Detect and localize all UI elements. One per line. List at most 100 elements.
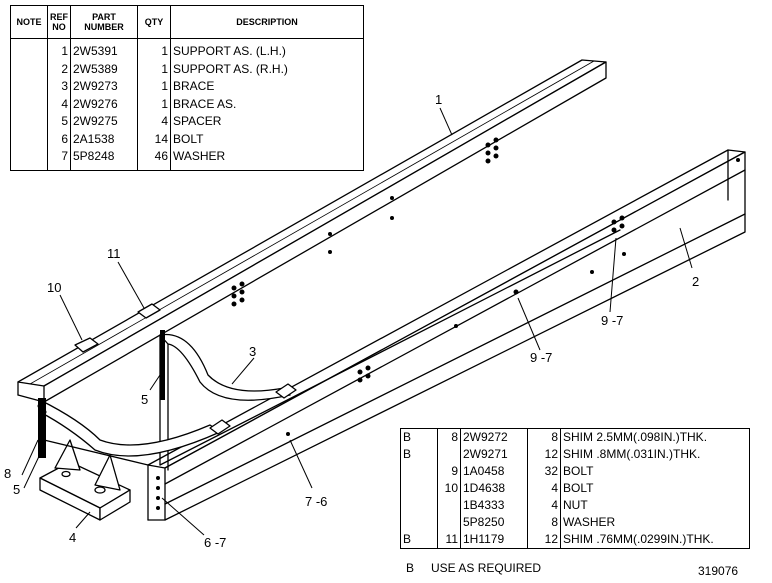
cell-note — [10, 113, 48, 131]
header-ref-no: REF NO — [47, 5, 71, 39]
cell-desc: SHIM 2.5MM(.098IN.)THK. — [563, 430, 708, 444]
cell-ref: 4 — [47, 95, 71, 113]
bolt-holes — [37, 137, 740, 510]
cell-part: 2W9271 — [460, 446, 528, 463]
cell-ref: 1 — [47, 38, 71, 61]
cell-part: 1H1179 — [460, 531, 528, 549]
callout-6-7: 6 -7 — [204, 535, 226, 550]
callout-4: 4 — [69, 530, 76, 545]
cell-qty: 1 — [137, 78, 171, 96]
parts-table-top: NOTE REF NO PART NUMBER QTY DESCRIPTION … — [10, 5, 364, 171]
base-brace — [39, 439, 131, 521]
cell-note — [10, 38, 48, 61]
cell-qty: 4 — [137, 113, 171, 131]
cell-note — [400, 480, 438, 497]
cell-ref: 5 — [47, 113, 71, 131]
cell-part: 2A1538 — [70, 130, 138, 148]
cell-note — [10, 60, 48, 78]
header-description: DESCRIPTION — [170, 5, 364, 39]
cell-part: 5P8248 — [70, 148, 138, 170]
table-header-row: NOTE REF NO PART NUMBER QTY DESCRIPTION — [10, 5, 364, 39]
cell-note — [400, 514, 438, 531]
cell-part: 1D4638 — [460, 480, 528, 497]
cell-qty: 8 — [527, 514, 561, 531]
cell-ref: 10 — [437, 480, 461, 497]
cell-desc: BOLT — [173, 131, 204, 146]
cell-ref: 2 — [47, 60, 71, 78]
cell-desc: SUPPORT AS. (R.H.) — [173, 61, 288, 76]
cell-desc: SUPPORT AS. (L.H.) — [173, 44, 286, 59]
cell-ref: 7 — [47, 148, 71, 170]
cell-desc: WASHER — [563, 515, 616, 529]
cell-ref: 9 — [437, 463, 461, 480]
leader-lines — [21, 107, 693, 536]
footnote-key: B — [406, 561, 415, 575]
cell-part: 2W9273 — [70, 78, 138, 96]
cell-desc: BRACE — [173, 79, 215, 94]
cell-desc: SHIM .8MM(.031IN.)THK. — [563, 447, 701, 461]
cell-note — [400, 497, 438, 514]
callout-5a: 5 — [141, 392, 148, 407]
cell-ref — [437, 497, 461, 514]
cell-part: 2W5391 — [70, 38, 138, 61]
cell-note — [10, 148, 48, 170]
cell-desc: BRACE AS. — [173, 96, 237, 111]
cell-part: 5P8250 — [460, 514, 528, 531]
cell-part: 2W5389 — [70, 60, 138, 78]
callout-9-7a: 9 -7 — [530, 350, 552, 365]
cell-note — [10, 95, 48, 113]
cell-ref: 3 — [47, 78, 71, 96]
drawing-number: 319076 — [698, 564, 739, 578]
left-support-rail — [17, 59, 607, 441]
cell-qty: 8 — [527, 428, 561, 446]
cell-desc: SPACER — [173, 114, 222, 129]
cell-qty: 32 — [527, 463, 561, 480]
cell-qty: 1 — [137, 38, 171, 61]
cell-qty: 12 — [527, 531, 561, 549]
cell-desc: NUT — [563, 498, 588, 512]
cell-desc: WASHER — [173, 149, 226, 164]
cell-ref: 6 — [47, 130, 71, 148]
cell-qty: 46 — [137, 148, 171, 170]
header-qty: QTY — [137, 5, 171, 39]
cell-qty: 1 — [137, 95, 171, 113]
footnote-text: USE AS REQUIRED — [431, 561, 542, 575]
cell-desc: BOLT — [563, 481, 594, 495]
cell-qty: 4 — [527, 480, 561, 497]
cell-note — [400, 463, 438, 480]
cell-qty: 1 — [137, 60, 171, 78]
cell-part: 2W9276 — [70, 95, 138, 113]
cell-ref — [437, 514, 461, 531]
cell-part: 1A0458 — [460, 463, 528, 480]
cell-qty: 4 — [527, 497, 561, 514]
callout-5b: 5 — [13, 482, 20, 497]
brace-cradle — [159, 333, 291, 401]
cell-qty: 14 — [137, 130, 171, 148]
callout-9-7b: 9 -7 — [601, 313, 623, 328]
callout-3: 3 — [249, 344, 256, 359]
callout-11: 11 — [107, 246, 121, 261]
callout-2: 2 — [692, 274, 699, 289]
cell-part: 2W9272 — [460, 428, 528, 446]
callout-8: 8 — [4, 466, 11, 481]
callout-7-6: 7 -6 — [305, 494, 327, 509]
cell-desc: BOLT — [563, 464, 594, 478]
cell-part: 2W9275 — [70, 113, 138, 131]
header-note: NOTE — [10, 5, 48, 39]
